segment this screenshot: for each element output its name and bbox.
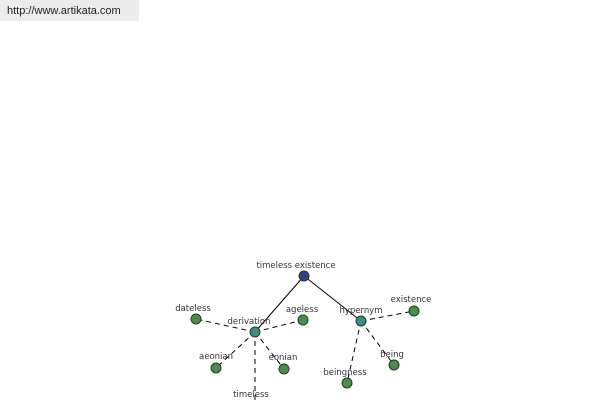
label-beingness[interactable]: beingness [323,368,367,378]
label-hypernym[interactable]: hypernym [339,306,382,316]
label-derivation[interactable]: derivation [227,317,270,327]
node-dateless[interactable] [190,313,202,325]
node-aeonian[interactable] [210,362,222,374]
node-existence[interactable] [408,305,420,317]
label-timeless[interactable]: timeless [233,390,269,400]
edge-derivation-dateless [195,318,256,333]
label-eonian[interactable]: eonian [269,353,298,363]
node-beingness[interactable] [341,377,353,389]
edge-derivation-aeonian [215,331,256,369]
site-url-link[interactable]: http://www.artikata.com [0,0,139,21]
label-ageless[interactable]: ageless [286,305,319,315]
node-derivation[interactable] [249,326,261,338]
edge-derivation-eonian [254,331,285,370]
label-aeonian[interactable]: aeonian [199,352,233,362]
edge-root-derivation [254,275,305,333]
node-ageless[interactable] [297,314,309,326]
node-eonian[interactable] [278,363,290,375]
label-existence[interactable]: existence [391,295,432,305]
node-being[interactable] [388,359,400,371]
edge-root-hypernym [303,275,362,322]
node-root[interactable] [298,270,310,282]
label-being[interactable]: being [380,350,404,360]
label-dateless[interactable]: dateless [175,304,211,314]
edge-hypernym-being [360,320,395,366]
edge-hypernym-beingness [346,320,362,384]
label-root[interactable]: timeless existence [256,261,335,271]
node-hypernym[interactable] [355,315,367,327]
